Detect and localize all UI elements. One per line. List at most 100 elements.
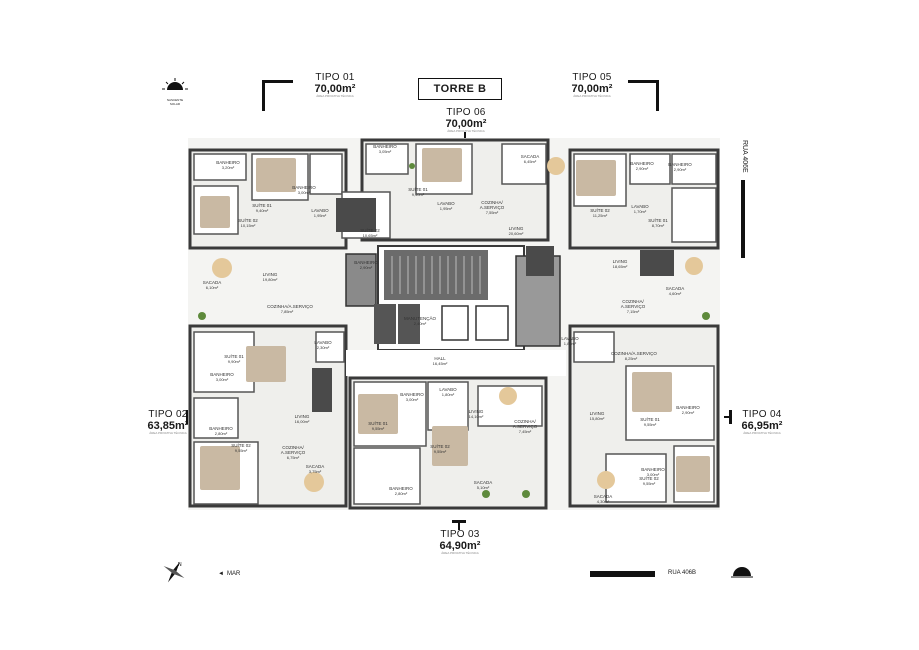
room-name: MANUTENÇÃO: [403, 316, 436, 321]
room-name: SACADA: [665, 286, 685, 291]
tower-label: TORRE B: [418, 78, 502, 100]
room-name: SUÍTE 02: [238, 218, 258, 223]
room-name: SUÍTE 01: [224, 354, 244, 359]
tipo06-label: TIPO 06 70,00m² ÁREA PRIVATIVA TÉCNICA: [426, 107, 506, 134]
room-area: 2,80m²: [214, 430, 228, 436]
room-name: SUÍTE 01: [252, 203, 272, 208]
room-name: BANHEIRO: [676, 405, 700, 410]
room-area: 16,00m²: [294, 418, 310, 424]
room-area: 1,80m²: [563, 340, 577, 346]
tipo04-label: TIPO 04 66,95m² ÁREA PRIVATIVA TÉCNICA: [732, 409, 792, 435]
room-area: 9,55m²: [234, 447, 248, 453]
room-name: BANHEIRO: [668, 162, 692, 167]
room-name: BANHEIRO: [389, 486, 413, 491]
room-area: 19,80m²: [262, 276, 278, 282]
tipo03-area: 64,90m²: [439, 539, 481, 552]
room-area: 9,90m²: [227, 358, 241, 364]
room-area: 2,90m²: [681, 409, 695, 415]
room-area: 9,40m²: [255, 207, 269, 213]
room-area: 6,75m²: [286, 454, 300, 460]
room-name: SUÍTE 01: [640, 417, 660, 422]
room-area: 1,80m²: [441, 391, 455, 397]
room-name: BANHEIRO: [354, 260, 378, 265]
room-name: SACADA: [593, 494, 613, 499]
room-area: 4,30m²: [596, 498, 610, 504]
room-area: 1,95m²: [313, 212, 327, 218]
room-name: LAVABO: [437, 201, 455, 206]
room-area: 9,55m²: [433, 448, 447, 454]
room-name: SUÍTE 02: [639, 476, 659, 481]
svg-text:N: N: [178, 562, 182, 568]
room-name: BANHEIRO: [210, 372, 234, 377]
room-area: 2,90m²: [359, 264, 373, 270]
room-name: SUÍTE 01: [368, 421, 388, 426]
tipo06-tick: [464, 132, 466, 138]
compass-icon: N: [162, 560, 186, 584]
room-name: COZINHA/ A.SERVIÇO: [620, 299, 646, 309]
room-name: COZINHA/ A.SERVIÇO: [479, 200, 505, 210]
tipo03-label: TIPO 03 64,90m² ÁREA PRIVATIVA TÉCNICA: [420, 529, 500, 556]
tipo02-tick-v: [186, 410, 189, 424]
room-area: 10,65m²: [362, 232, 378, 238]
room-area: 8,25m²: [624, 355, 638, 361]
room-name: HALL: [434, 356, 446, 361]
street-bottom-label: RUA 406B: [668, 570, 697, 576]
tipo06-note: ÁREA PRIVATIVA TÉCNICA: [447, 129, 485, 134]
tipo01-name: TIPO 01: [315, 72, 355, 83]
room-area: 11,25m²: [592, 212, 608, 218]
room-name: SUÍTE 01: [408, 187, 428, 192]
room-name: LIVING: [508, 226, 524, 231]
room-name: COZINHA/A.SERVIÇO: [267, 304, 313, 309]
room-area: 14,10m²: [468, 413, 484, 419]
room-name: BANHEIRO: [216, 160, 240, 165]
tipo02-name: TIPO 02: [148, 409, 188, 420]
room-name: SACADA: [520, 154, 540, 159]
room-area: 9,55m²: [643, 421, 657, 427]
room-name: BANHEIRO: [630, 161, 654, 166]
room-name: SUÍTE 01: [648, 218, 668, 223]
tipo01-area: 70,00m²: [314, 82, 356, 95]
room-area: 7,45m²: [518, 428, 532, 434]
room-name: LAVABO: [561, 336, 579, 341]
room-area: 7,85m²: [280, 308, 294, 314]
bracket-tipo05: [628, 80, 659, 111]
tipo04-tick-v: [729, 410, 732, 424]
sunrise-icon: [731, 566, 753, 578]
tipo04-area: 66,95m²: [741, 419, 783, 432]
room-area: 5,10m²: [476, 484, 490, 490]
room-name: SUÍTE 02: [590, 208, 610, 213]
bracket-tipo01: [262, 80, 293, 111]
tipo04-tick: [724, 416, 732, 418]
room-name: COZINHA/ A.SERVIÇO: [280, 445, 306, 455]
room-area: 3,00m²: [215, 376, 229, 382]
room-area: 10,15m²: [240, 222, 256, 228]
room-name: LIVING: [294, 414, 310, 419]
room-area: 8,70m²: [651, 222, 665, 228]
street-right-bar: [741, 180, 745, 258]
room-name: BANHEIRO: [400, 392, 424, 397]
tipo02-area: 63,85m²: [147, 419, 189, 432]
tipo03-note: ÁREA PRIVATIVA TÉCNICA: [441, 551, 479, 556]
